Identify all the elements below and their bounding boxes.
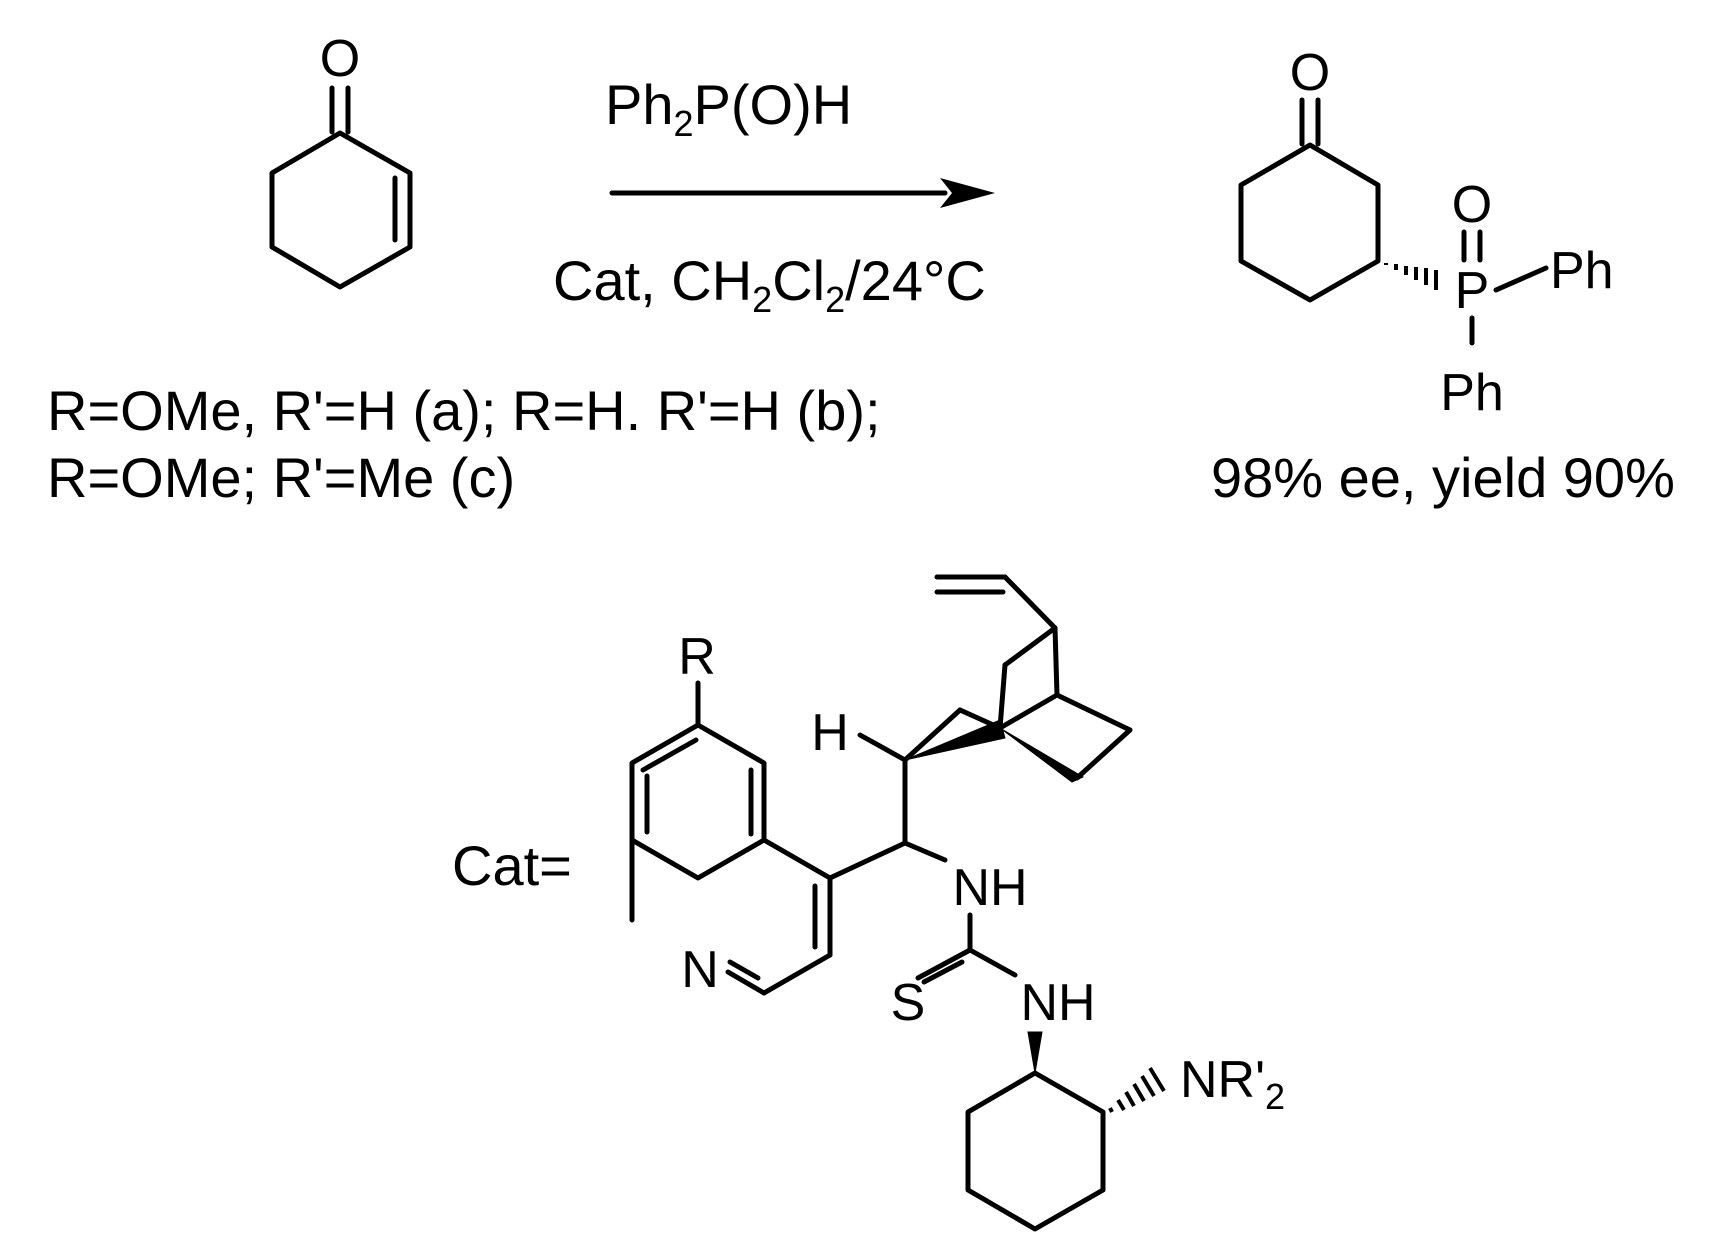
r-group-label: R (678, 628, 716, 686)
conditions-label: Cat, CH2Cl2/24°C (553, 249, 986, 320)
amine-substituent-label: NR'2 (1180, 1051, 1285, 1117)
phenyl-label-1: Ph (1550, 242, 1614, 300)
phenyl-label-2: Ph (1440, 364, 1504, 422)
catalyst-label: Cat= (452, 834, 572, 897)
quinoline-nitrogen-label: N (681, 941, 719, 999)
substituent-line-1: R=OMe, R'=H (a); R=H. R'=H (b); (47, 379, 881, 442)
product-ketone-oxygen: O (1290, 44, 1330, 102)
reagent-label: Ph2P(O)H (605, 73, 852, 144)
product-structure: O P O Ph Ph (1238, 44, 1614, 422)
thiourea-nh-label-1: NH (952, 859, 1027, 917)
phosphorus-label: P (1455, 262, 1490, 320)
hydrogen-label: H (811, 704, 849, 762)
ketone-oxygen-label: O (320, 30, 360, 88)
reaction-arrow (609, 178, 995, 208)
product-result: 98% ee, yield 90% (1211, 446, 1675, 509)
catalyst-structure: R N H NH (629, 574, 1285, 1232)
sulfur-label: S (891, 974, 926, 1032)
cyclohexenone-structure: O (269, 30, 413, 290)
substituent-line-2: R=OMe; R'=Me (c) (47, 446, 515, 509)
thiourea-nh-label-2: NH (1020, 974, 1095, 1032)
phosphoryl-oxygen-label: O (1452, 176, 1492, 234)
